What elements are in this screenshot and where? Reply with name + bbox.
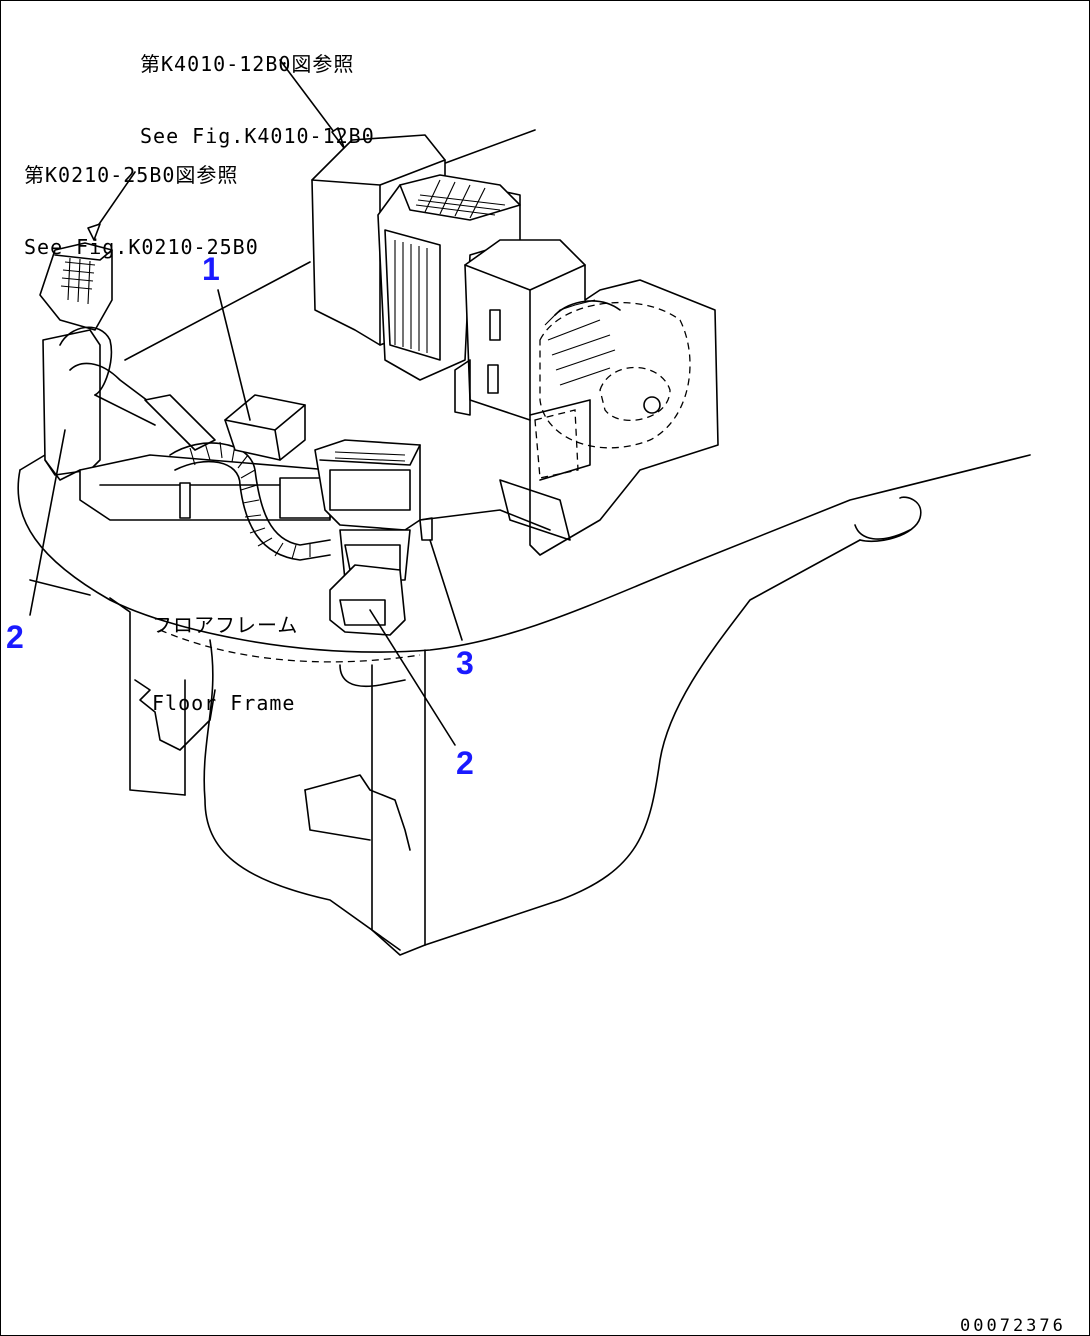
air-register-center [314, 439, 551, 687]
reference-note-engine: 第K4010-12B0図参照 See Fig.K4010-12B0 [140, 4, 375, 172]
reference-note-jp: 第K4010-12B0図参照 [140, 52, 355, 76]
reference-note-en: See Fig.K4010-12B0 [140, 124, 375, 148]
leader-lines [29, 59, 463, 746]
reference-note-jp: 第K0210-25B0図参照 [24, 163, 239, 187]
reference-note-duct: 第K0210-25B0図参照 See Fig.K0210-25B0 [24, 115, 259, 283]
callout-1: 1 [202, 251, 220, 287]
floor-frame-label: フロアフレーム Floor Frame [152, 560, 298, 742]
floor-frame-label-en: Floor Frame [152, 691, 296, 715]
air-duct-left [29, 242, 331, 596]
flexible-hose [169, 394, 331, 561]
reference-note-en: See Fig.K0210-25B0 [24, 235, 259, 259]
callout-2-center: 2 [456, 745, 474, 781]
floor-frame-label-jp: フロアフレーム [152, 613, 299, 637]
floor-frame-outline [17, 129, 1031, 956]
callout-2-left: 2 [6, 619, 24, 655]
callout-3: 3 [456, 645, 474, 681]
drawing-code: 00072376 [960, 1316, 1066, 1336]
engine-radiator-assembly [311, 134, 719, 556]
